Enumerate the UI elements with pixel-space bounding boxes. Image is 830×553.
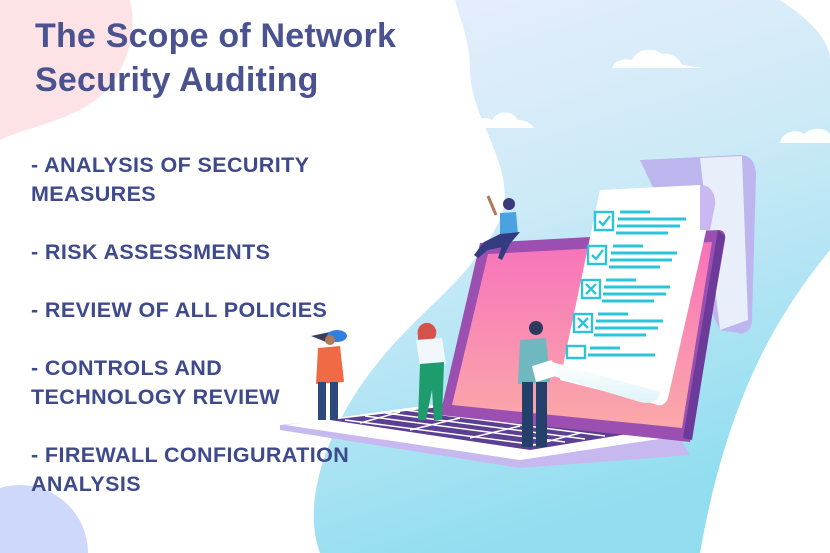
bullet-line: - CONTROLS AND [31, 356, 223, 380]
white-swoosh [700, 250, 830, 553]
checklist [565, 210, 615, 360]
person-megaphone [311, 330, 347, 420]
bullet-line: ANALYSIS [31, 472, 141, 496]
person-sitting-waving [474, 195, 520, 260]
bullet-line: - FIREWALL CONFIGURATION [31, 443, 350, 467]
person-with-paper [518, 321, 556, 447]
bullet-line: - ANALYSIS OF SECURITY [31, 153, 310, 177]
bullet-risk-assessments: - RISK ASSESSMENTS [31, 238, 349, 267]
bullet-firewall-configuration-analysis: - FIREWALL CONFIGURATION ANALYSIS [31, 441, 349, 499]
bullet-review-of-all-policies: - REVIEW OF ALL POLICIES [31, 296, 349, 325]
pink-blob [0, 0, 133, 140]
checklist-lines [588, 210, 686, 357]
bullet-controls-and-technology-review: - CONTROLS AND TECHNOLOGY REVIEW [31, 354, 349, 412]
lavender-blob [0, 485, 88, 553]
bullet-analysis-of-security-measures: - ANALYSIS OF SECURITY MEASURES [31, 151, 349, 209]
bullet-line: TECHNOLOGY REVIEW [31, 385, 280, 409]
page-title: The Scope of Network Security Auditing [35, 14, 396, 102]
cloud-icons [470, 49, 830, 143]
person-green-pants [416, 322, 446, 420]
bullet-list: - ANALYSIS OF SECURITY MEASURES - RISK A… [31, 151, 349, 528]
keyboard [330, 407, 640, 450]
title-line-2: Security Auditing [35, 61, 319, 99]
bullet-line: MEASURES [31, 182, 157, 206]
bullet-line: - REVIEW OF ALL POLICIES [31, 298, 328, 322]
title-line-1: The Scope of Network [35, 17, 397, 55]
bullet-line: - RISK ASSESSMENTS [31, 240, 271, 264]
